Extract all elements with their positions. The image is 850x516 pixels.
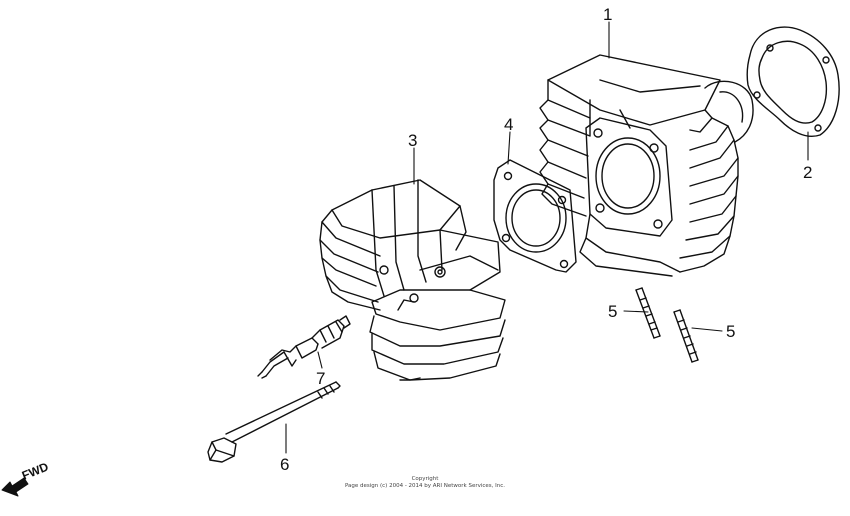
base-gasket-part-2[interactable] — [747, 27, 839, 136]
cylinder-part-1[interactable] — [540, 55, 753, 276]
callout-5a: 5 — [608, 302, 617, 321]
callout-7: 7 — [316, 369, 325, 388]
long-bolt-part-6[interactable] — [208, 382, 340, 462]
leader-lines — [286, 22, 808, 453]
callout-6: 6 — [280, 455, 289, 474]
head-gasket-part-4[interactable] — [494, 160, 576, 272]
stud-bolt-part-5b[interactable] — [674, 310, 698, 362]
callout-1: 1 — [603, 5, 612, 24]
callout-4: 4 — [504, 115, 513, 134]
copyright-line-2: Page design (c) 2004 - 2014 by ARI Netwo… — [344, 483, 506, 489]
left-down-arrow-icon — [2, 478, 28, 496]
callout-5b: 5 — [726, 322, 735, 341]
stud-bolt-part-5a[interactable] — [636, 288, 660, 338]
callout-3: 3 — [408, 131, 417, 150]
callout-labels: 1 2 3 4 5 5 6 7 — [280, 5, 812, 474]
spark-plug-part-7[interactable] — [258, 316, 350, 378]
cylinder-head-part-3[interactable] — [320, 180, 505, 380]
copyright-line-1: Copyright — [411, 476, 439, 482]
callout-2: 2 — [803, 163, 812, 182]
